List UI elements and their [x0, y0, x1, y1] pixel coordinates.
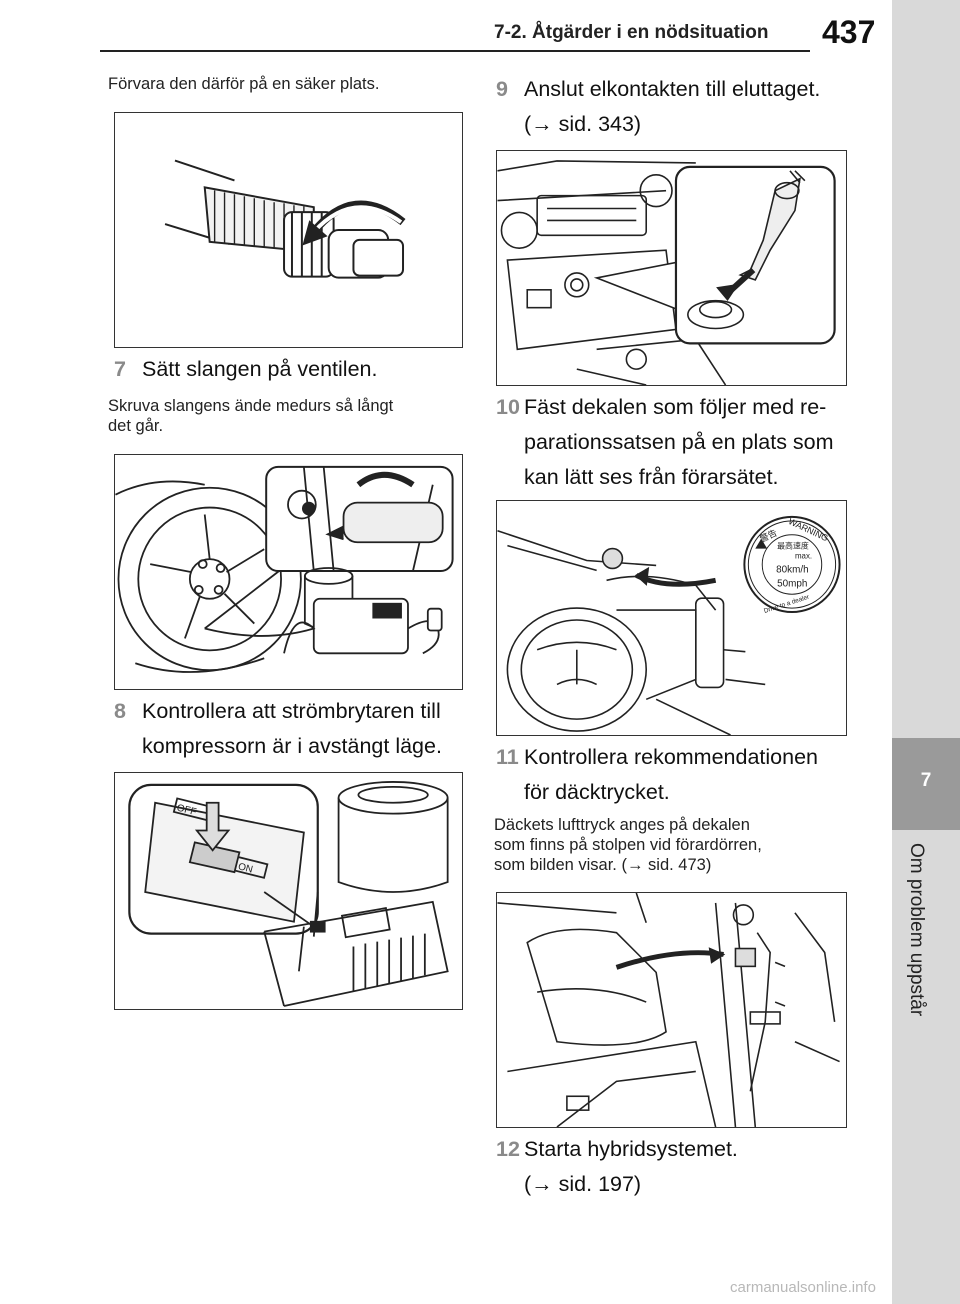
warning-label-drawing: 警告 WARNING 最高速度 max. 80km/h 50mph Drive … [497, 515, 841, 735]
compressor-switch-drawing: OFF ON [128, 781, 449, 1007]
chapter-label: Om problem uppstår [906, 843, 927, 1017]
step-12-page-ref: (→ sid. 197) [524, 1172, 642, 1196]
step-10-text-line-2: parationssatsen på en plats som [524, 430, 834, 454]
header-rule [100, 50, 892, 52]
step-8-number: 8 [114, 699, 126, 723]
hose-cap-drawing [164, 159, 406, 279]
door-pillar-drawing [497, 893, 840, 1127]
step-8: 8 Kontrollera att strömbrytaren till kom… [114, 694, 464, 764]
step-11-text-line-2: för däcktrycket. [524, 780, 670, 804]
step-11-number: 11 [496, 745, 519, 769]
step-8-text-line-1: Kontrollera att strömbrytaren till [142, 699, 441, 723]
power-outlet-drawing [497, 160, 836, 385]
step-10: 10 Fäst dekalen som följer med re- parat… [496, 390, 886, 495]
step-10-text-line-1: Fäst dekalen som följer med re- [524, 395, 827, 419]
step-11-text-line-1: Kontrollera rekommendationen [524, 745, 818, 769]
page-number-box [810, 0, 892, 56]
intro-text: Förvara den därför på en säker plats. [108, 75, 380, 93]
step-11: 11 Kontrollera rekommendationen för däck… [496, 740, 886, 810]
step-11-note-line-1: Däckets lufttryck anges på dekalen [494, 816, 750, 834]
page-number: 437 [822, 14, 876, 50]
step-7-text: Sätt slangen på ventilen. [142, 357, 378, 381]
step-9-page-ref: (→ sid. 343) [524, 112, 642, 136]
step-9-number: 9 [496, 77, 508, 101]
step-12-text-line-1: Starta hybridsystemet. [524, 1137, 738, 1161]
label-kmh: 80km/h [776, 564, 809, 575]
section-title: 7-2. Åtgärder i en nödsituation [494, 22, 769, 43]
step-7-number: 7 [114, 357, 126, 381]
step-11-note-line-2: som finns på stolpen vid förardörren, [494, 836, 762, 854]
tire-valve-drawing [115, 465, 454, 673]
warning-label-illustration: 警告 WARNING 最高速度 max. 80km/h 50mph Drive … [496, 500, 847, 736]
step-9-text-line-1: Anslut elkontakten till eluttaget. [524, 77, 821, 101]
label-mph: 50mph [777, 578, 807, 589]
step-10-text-line-3: kan lätt ses från förarsätet. [524, 465, 779, 489]
switch-off-label: OFF [176, 803, 198, 818]
label-max: max. [795, 552, 812, 561]
step-7: 7 Sätt slangen på ventilen. [114, 352, 464, 387]
step-12-number: 12 [496, 1137, 520, 1161]
step-7-note-line-2: det går. [108, 417, 164, 435]
step-7-note-line-1: Skruva slangens ände medurs så långt [108, 397, 394, 415]
label-speed-title: 最高速度 [777, 541, 809, 551]
chapter-number: 7 [920, 770, 932, 791]
chapter-side-tab [892, 0, 960, 1304]
hose-cap-illustration [114, 112, 463, 348]
tire-valve-illustration [114, 454, 463, 690]
step-8-text-line-2: kompressorn är i avstängt läge. [142, 734, 442, 758]
door-pillar-illustration [496, 892, 847, 1128]
step-12: 12 Starta hybridsystemet. (→ sid. 197) [496, 1132, 886, 1202]
compressor-switch-illustration: OFF ON [114, 772, 463, 1010]
step-9: 9 Anslut elkontakten till eluttaget. (→ … [496, 72, 886, 142]
watermark: carmanualsonline.info [730, 1279, 876, 1296]
power-outlet-illustration [496, 150, 847, 386]
chapter-number-box [892, 738, 960, 830]
switch-on-label: ON [237, 861, 254, 875]
step-11-note-line-3: som bilden visar. (→ sid. 473) [494, 856, 712, 874]
step-10-number: 10 [496, 395, 520, 419]
